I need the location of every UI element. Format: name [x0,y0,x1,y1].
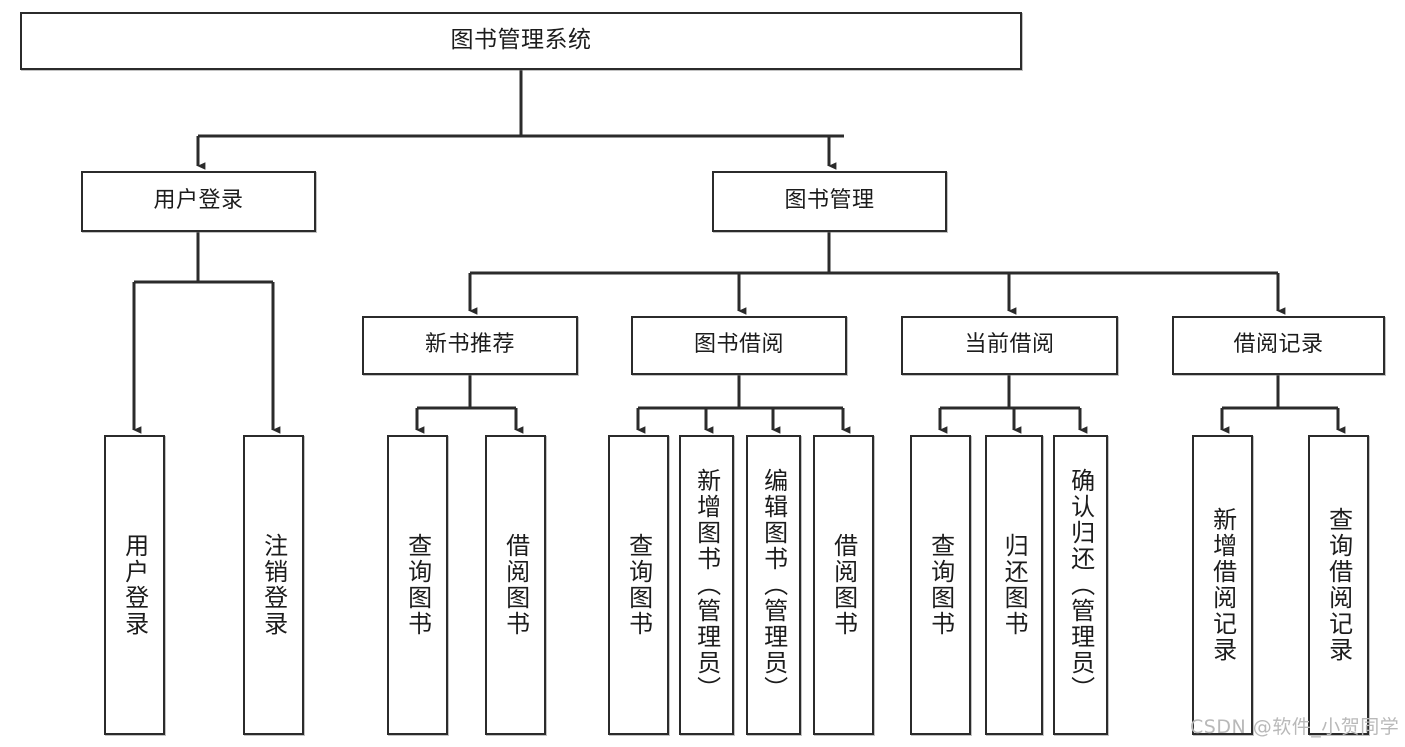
node-new-book-recommend[interactable]: 新书推荐 [362,316,578,375]
leaf-query-book-rec-label: 查询图书 [403,533,432,637]
leaf-query-borrow-record[interactable]: 查询借阅记录 [1308,435,1369,735]
leaf-user-logout-label: 注销登录 [259,533,288,637]
node-book-management[interactable]: 图书管理 [712,171,947,232]
leaf-return-book-label: 归还图书 [1000,533,1029,637]
node-borrow-record-label: 借阅记录 [1233,332,1324,358]
leaf-borrow-book-label: 借阅图书 [829,533,858,637]
leaf-query-book-cur[interactable]: 查询图书 [910,435,971,735]
leaf-borrow-book-rec[interactable]: 借阅图书 [485,435,546,735]
leaf-edit-book-admin-label: 编辑图书（管理员） [759,468,788,702]
csdn-watermark: CSDN @软件_小贺同学 [1190,716,1400,738]
leaf-user-login[interactable]: 用户登录 [104,435,165,735]
leaf-add-borrow-record-label: 新增借阅记录 [1208,507,1237,663]
node-book-borrow-label: 图书借阅 [693,332,784,358]
leaf-borrow-book-rec-label: 借阅图书 [501,533,530,637]
leaf-user-logout[interactable]: 注销登录 [243,435,304,735]
node-user-login[interactable]: 用户登录 [81,171,316,232]
node-book-borrow[interactable]: 图书借阅 [631,316,847,375]
leaf-confirm-return-admin-label: 确认归还（管理员） [1066,468,1095,702]
node-current-borrow[interactable]: 当前借阅 [901,316,1118,375]
leaf-return-book[interactable]: 归还图书 [985,435,1043,735]
leaf-confirm-return-admin[interactable]: 确认归还（管理员） [1053,435,1108,735]
leaf-query-book-borrow-label: 查询图书 [624,533,653,637]
leaf-add-book-admin-label: 新增图书（管理员） [692,468,721,702]
leaf-user-login-label: 用户登录 [120,533,149,637]
leaf-edit-book-admin[interactable]: 编辑图书（管理员） [746,435,801,735]
leaf-borrow-book[interactable]: 借阅图书 [813,435,874,735]
leaf-query-book-rec[interactable]: 查询图书 [387,435,448,735]
leaf-query-borrow-record-label: 查询借阅记录 [1324,507,1353,663]
node-root[interactable]: 图书管理系统 [20,12,1022,70]
node-new-book-recommend-label: 新书推荐 [424,332,515,358]
node-borrow-record[interactable]: 借阅记录 [1172,316,1385,375]
leaf-query-book-cur-label: 查询图书 [926,533,955,637]
node-user-login-label: 用户登录 [153,188,244,214]
node-book-management-label: 图书管理 [784,188,875,214]
leaf-add-book-admin[interactable]: 新增图书（管理员） [679,435,734,735]
node-current-borrow-label: 当前借阅 [964,332,1055,358]
leaf-query-book-borrow[interactable]: 查询图书 [608,435,669,735]
leaf-add-borrow-record[interactable]: 新增借阅记录 [1192,435,1253,735]
node-root-label: 图书管理系统 [450,27,592,54]
